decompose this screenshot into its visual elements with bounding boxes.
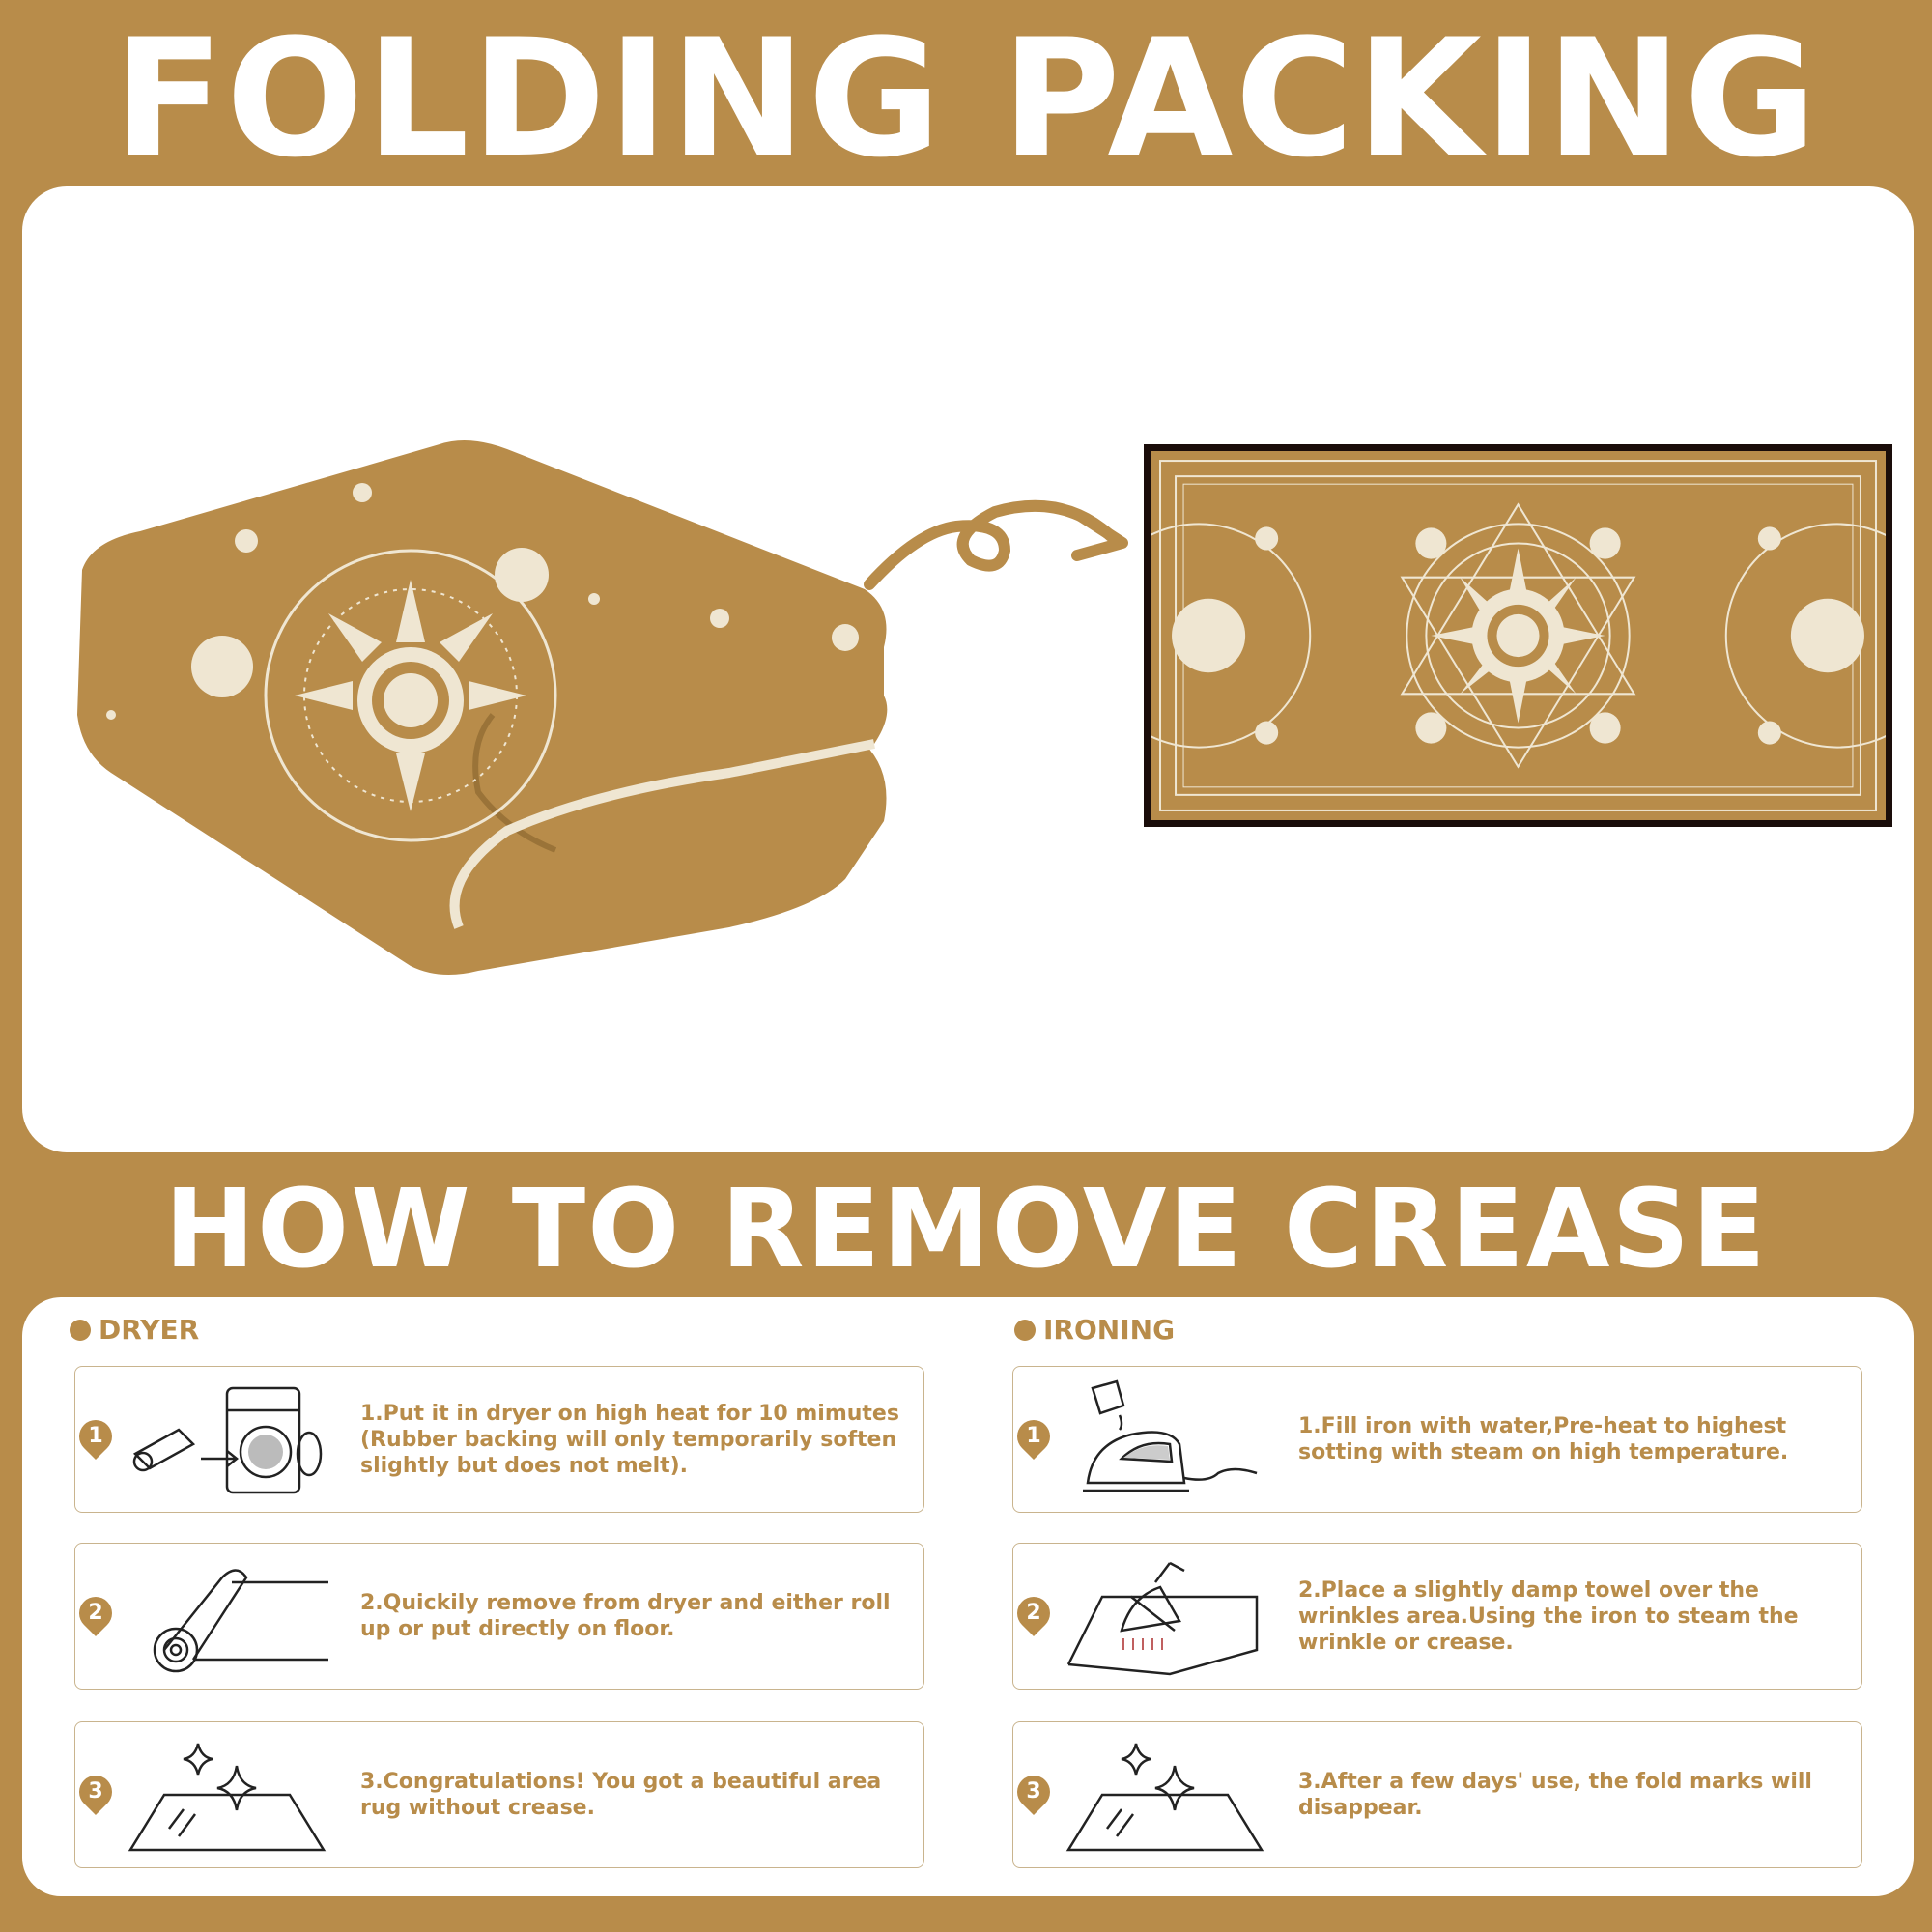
ironing-step-3: 3 3.After a few days' use, the fold mark… [1009,1721,1862,1868]
ironing-step-1-text: 1.Fill iron with water,Pre-heat to highe… [1298,1414,1789,1464]
step-badge: 2 [1009,1589,1058,1637]
ironing-heading-label: IRONING [1043,1314,1176,1346]
step-badge: 3 [1009,1768,1058,1816]
dryer-heading-label: DRYER [99,1314,200,1346]
steam-iron-icon [1083,1379,1258,1492]
step-badge: 3 [71,1768,120,1816]
sparkle-rug-icon [1065,1743,1264,1852]
bullet-dot-icon [1014,1319,1036,1341]
bullet-dot-icon [70,1319,91,1341]
rolled-rug-dryer-icon [132,1386,323,1494]
sparkle-rug-icon [128,1743,327,1852]
rug-roll-icon [153,1569,328,1673]
dryer-step-2-text: 2.Quickily remove from dryer and either … [360,1591,891,1641]
dryer-step-2: 2 2.Quickily remove from dryer and eithe… [71,1543,924,1690]
ironing-step-2: 2 2.Place a slightly damp towel over the… [1009,1543,1862,1690]
folded-rug-icon [77,440,888,975]
step-badge: 1 [71,1412,120,1461]
sun-moon-rug-icon [1151,451,1886,820]
ironing-step-1: 1 1.Fill iron with water,Pre-heat to hig… [1009,1366,1862,1513]
ironing-heading: IRONING [1014,1314,1175,1346]
dryer-step-3-text: 3.Congratulations! You got a beautiful a… [360,1770,882,1820]
step-badge: 2 [71,1589,120,1637]
folding-packing-title: FOLDING PACKING [113,4,1819,193]
remove-crease-title: HOW TO REMOVE CREASE [164,1167,1768,1293]
step-badge: 1 [1009,1412,1058,1461]
dryer-step-3: 3 3.Congratulations! You got a beautiful… [71,1721,924,1868]
curly-arrow-icon [864,499,1128,590]
ironing-step-2-text: 2.Place a slightly damp towel over the w… [1298,1577,1799,1655]
dryer-heading: DRYER [70,1314,199,1346]
dryer-step-1-text: 1.Put it in dryer on high heat for 10 mi… [360,1401,899,1478]
dryer-step-1: 1 1.Put it in dryer on high heat for 10 … [71,1366,924,1513]
rug-preview [1144,444,1892,827]
ironing-step-3-text: 3.After a few days' use, the fold marks … [1298,1770,1812,1820]
iron-towel-icon [1066,1561,1259,1676]
